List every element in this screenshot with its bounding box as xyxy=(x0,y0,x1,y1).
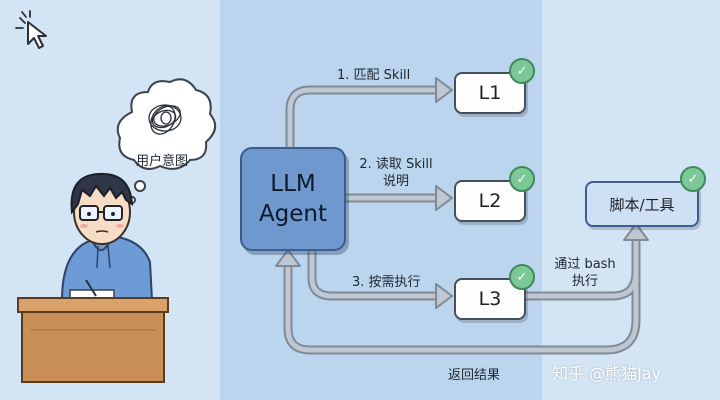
step2-label-line2: 说明 xyxy=(382,174,409,189)
arrowhead-agent xyxy=(275,249,301,267)
watermark: 知乎 @熊猫Jay xyxy=(552,364,662,383)
bash-label-line1: 通过 bash xyxy=(554,257,616,272)
check-icon: ✓ xyxy=(680,166,706,192)
return-label: 返回结果 xyxy=(448,368,501,383)
level-label-l2: L2 xyxy=(478,190,502,212)
check-icon: ✓ xyxy=(509,264,535,290)
agent-label-line1: LLM xyxy=(270,171,316,197)
arrowhead-l1 xyxy=(435,77,453,103)
script-tool-box: 脚本/工具 xyxy=(585,181,699,227)
person-at-desk-icon xyxy=(17,172,169,383)
cursor-icon xyxy=(15,10,47,49)
bash-label-line2: 执行 xyxy=(571,274,598,289)
step2-label-line1: 2. 读取 Skill xyxy=(359,157,433,172)
bash-label: 通过 bash 执行 xyxy=(540,256,630,290)
step3-label: 3. 按需执行 xyxy=(352,275,421,290)
tangle-thought-icon xyxy=(148,104,182,135)
step2-label: 2. 读取 Skill 说明 xyxy=(346,156,446,190)
llm-agent-node: LLM Agent xyxy=(240,147,346,251)
arrowhead-l3 xyxy=(435,283,453,309)
arrowhead-l2 xyxy=(435,185,453,211)
step1-label: 1. 匹配 Skill xyxy=(337,68,411,83)
arrowhead-tool xyxy=(623,223,649,241)
user-intent-label: 用户意图 xyxy=(135,154,188,169)
check-icon: ✓ xyxy=(509,166,535,192)
thought-bubble xyxy=(116,78,217,204)
check-icon: ✓ xyxy=(509,58,535,84)
tool-label: 脚本/工具 xyxy=(609,195,675,214)
level-label-l1: L1 xyxy=(478,82,502,104)
agent-label-line2: Agent xyxy=(258,201,328,227)
level-label-l3: L3 xyxy=(478,288,502,310)
